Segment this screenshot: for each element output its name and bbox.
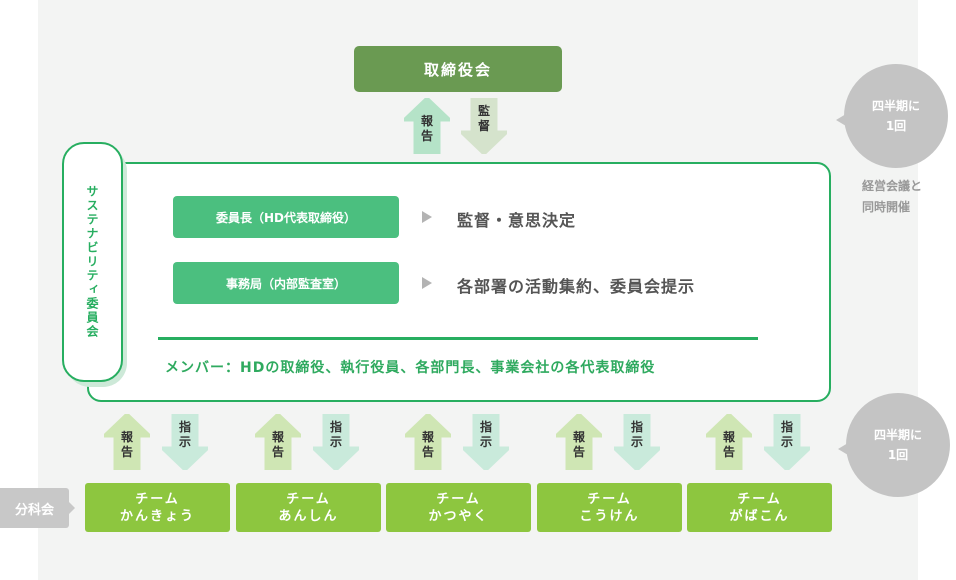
instruct-down-arrow: 指示 <box>614 414 660 470</box>
instruct-down-arrow: 指示 <box>313 414 359 470</box>
arrow-label: 示 <box>630 435 643 449</box>
arrow-up-icon <box>556 414 602 470</box>
arrow-down-icon <box>614 414 660 470</box>
arrow-down-icon <box>313 414 359 470</box>
report-up-arrow: 報告 <box>255 414 301 470</box>
role-chair: 委員長（HD代表取締役） <box>173 196 399 238</box>
arrow-label: 告 <box>120 445 133 459</box>
arrow-up-icon <box>706 414 752 470</box>
meeting-note: 経営会議と同時開催 <box>862 176 942 218</box>
arrow-up-icon <box>405 414 451 470</box>
audit-down-arrow: 監督 <box>461 98 507 154</box>
report-up-arrow: 報告 <box>556 414 602 470</box>
arrow-up-icon <box>104 414 150 470</box>
arrow-label: 督 <box>477 119 490 133</box>
note-line: 同時開催 <box>862 200 911 214</box>
arrow-label: 報 <box>120 430 133 444</box>
team-label: チーム <box>436 491 481 507</box>
arrow-label: 指 <box>479 420 492 434</box>
role-label: 事務局（内部監査室） <box>225 276 346 291</box>
team-box: チームがばこん <box>687 483 832 532</box>
team-box: チームあんしん <box>236 483 381 532</box>
subcommittee-tag: 分科会 <box>0 488 75 528</box>
team-name: かんきょう <box>119 508 195 524</box>
bubble-text: 四半期に <box>873 428 922 442</box>
arrow-label: 指 <box>630 420 643 434</box>
team-name: かつやく <box>428 508 489 524</box>
arrow-down-icon <box>764 414 810 470</box>
arrow-label: 報 <box>572 430 585 444</box>
arrow-down-icon <box>162 414 208 470</box>
role-description: 監督・意思決定 <box>457 211 577 230</box>
arrow-label: 指 <box>329 420 342 434</box>
report-up-arrow: 報告 <box>104 414 150 470</box>
frequency-bubble: 四半期に 1回 <box>838 393 950 497</box>
arrow-label: 指 <box>178 420 191 434</box>
arrow-up-icon <box>404 98 450 154</box>
divider <box>158 337 758 340</box>
instruct-down-arrow: 指示 <box>162 414 208 470</box>
arrow-label: 示 <box>479 435 492 449</box>
bubble-text: 1回 <box>885 119 907 133</box>
arrow-label: 監 <box>477 104 490 118</box>
role-description: 各部署の活動集約、委員会提示 <box>457 277 696 296</box>
bubble-text: 1回 <box>887 448 909 462</box>
team-box: チームかつやく <box>386 483 531 532</box>
triangle-right-icon <box>422 277 432 289</box>
arrow-down-icon <box>463 414 509 470</box>
team-name: がばこん <box>729 508 790 524</box>
arrow-label: 報 <box>271 430 284 444</box>
team-box: チームかんきょう <box>85 483 230 532</box>
committee-title: サステナビリティ委員会 <box>85 185 99 339</box>
instruct-down-arrow: 指示 <box>463 414 509 470</box>
note-line: 経営会議と <box>862 179 923 193</box>
frequency-bubble: 四半期に 1回 <box>836 64 948 168</box>
team-box: チームこうけん <box>537 483 682 532</box>
arrow-label: 報 <box>722 430 735 444</box>
arrow-label: 告 <box>271 445 284 459</box>
team-label: チーム <box>737 491 782 507</box>
report-up-arrow: 報告 <box>405 414 451 470</box>
team-label: チーム <box>587 491 632 507</box>
triangle-right-icon <box>422 211 432 223</box>
team-label: チーム <box>286 491 331 507</box>
arrow-down-icon <box>461 98 507 154</box>
arrow-label: 告 <box>572 445 585 459</box>
arrow-up-icon <box>255 414 301 470</box>
bubble-text: 四半期に <box>871 99 920 113</box>
arrow-label: 告 <box>420 129 433 143</box>
role-secretariat: 事務局（内部監査室） <box>173 262 399 304</box>
team-name: こうけん <box>579 508 640 524</box>
members-text: メンバー：HDの取締役、執行役員、各部門長、事業会社の各代表取締役 <box>165 360 656 376</box>
arrow-label: 報 <box>420 114 433 128</box>
role-label: 委員長（HD代表取締役） <box>215 210 356 225</box>
arrow-label: 示 <box>329 435 342 449</box>
committee-title-pill: サステナビリティ委員会 <box>62 142 123 382</box>
report-up-arrow: 報告 <box>706 414 752 470</box>
board-label: 取締役会 <box>423 60 492 79</box>
report-up-arrow: 報告 <box>404 98 450 154</box>
instruct-down-arrow: 指示 <box>764 414 810 470</box>
arrow-label: 示 <box>780 435 793 449</box>
arrow-label: 告 <box>722 445 735 459</box>
board-of-directors: 取締役会 <box>354 46 562 92</box>
team-label: チーム <box>135 491 180 507</box>
arrow-label: 指 <box>780 420 793 434</box>
arrow-label: 示 <box>178 435 191 449</box>
arrow-label: 告 <box>421 445 434 459</box>
team-name: あんしん <box>278 508 339 524</box>
arrow-label: 報 <box>421 430 434 444</box>
subcommittee-label: 分科会 <box>14 502 54 518</box>
